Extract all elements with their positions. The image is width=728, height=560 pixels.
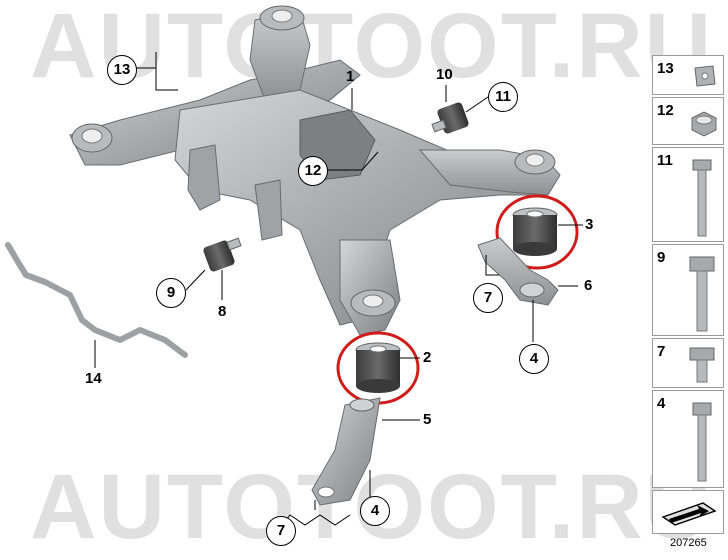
panel-item-number: 12 (657, 102, 674, 119)
bolt-icon (689, 256, 715, 332)
rubber-mount-2 (355, 342, 401, 393)
panel-item-number: 13 (657, 60, 674, 77)
reference-number: 207265 (670, 537, 707, 549)
arrow-plate-icon (661, 502, 717, 526)
callout-14: 14 (85, 370, 102, 387)
panel-item-11: 11 (652, 147, 724, 242)
panel-item-number: 7 (657, 343, 666, 360)
rubber-mount-3 (512, 207, 558, 256)
callout-6: 6 (584, 277, 593, 294)
washer-icon (694, 65, 716, 87)
callout-8: 8 (218, 303, 227, 320)
bolt-long-icon (692, 159, 712, 237)
short-bolt-icon (689, 347, 715, 383)
panel-item-13: 13 (652, 55, 724, 95)
highlight-circle-3 (495, 194, 579, 270)
callout-circle-11: 11 (488, 82, 518, 112)
panel-item-number: 4 (657, 395, 666, 412)
bushing-10 (431, 102, 469, 134)
callout-5: 5 (423, 411, 432, 428)
panel-item-7: 7 (652, 338, 724, 388)
panel-item-12: 12 (652, 97, 724, 145)
bushing-9 (203, 237, 242, 272)
nut-icon (691, 111, 717, 137)
callout-circle-12: 12 (298, 156, 328, 186)
leader-lines (94, 52, 583, 526)
callout-10: 10 (436, 66, 453, 83)
stabilizer-bar-14 (5, 242, 188, 358)
panel-item-9: 9 (652, 244, 724, 336)
panel-item-4: 4 (652, 390, 724, 488)
callout-3: 3 (585, 216, 594, 233)
bracket-5 (311, 397, 381, 506)
panel-item-number: 9 (657, 249, 666, 266)
callout-circle-13: 13 (107, 55, 137, 85)
callout-1: 1 (346, 68, 355, 85)
stud-bolt-icon (692, 402, 712, 482)
panel-tool-icon (652, 490, 724, 534)
panel-item-number: 11 (657, 152, 673, 169)
callout-circle-7a: 7 (473, 283, 503, 313)
callout-circle-4b: 4 (360, 496, 390, 526)
callout-circle-4a: 4 (519, 344, 549, 374)
bracket-6 (477, 237, 559, 306)
callout-circle-9: 9 (156, 278, 186, 308)
callout-2: 2 (423, 349, 432, 366)
callout-circle-7b: 7 (266, 516, 296, 546)
